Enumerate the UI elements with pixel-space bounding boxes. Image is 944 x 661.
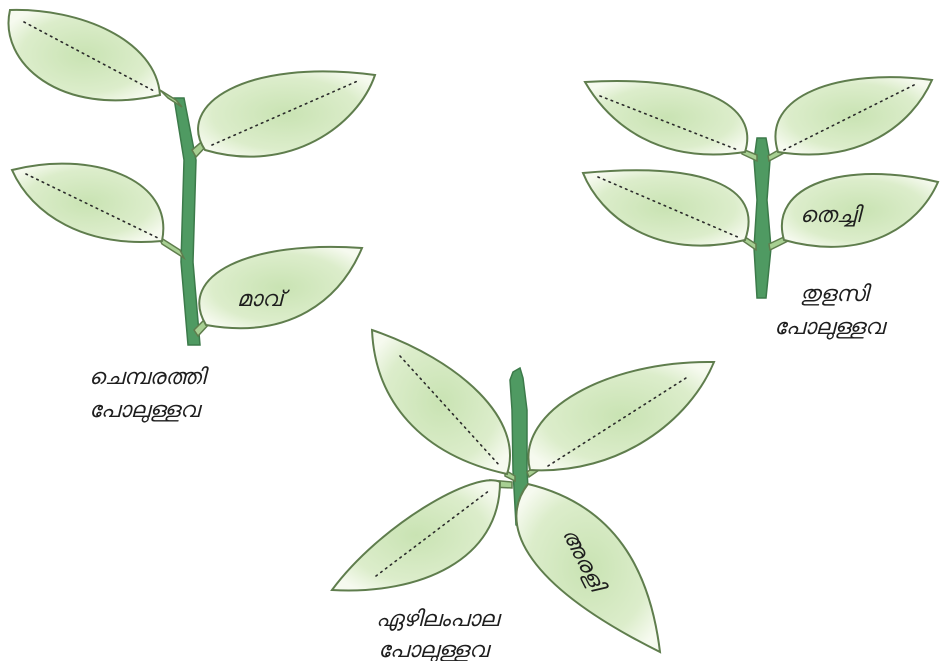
plant2-leaf (585, 81, 747, 155)
plant2-leaf (583, 170, 749, 245)
thechi-leaf-label: തെച്ചി (800, 203, 865, 228)
plant3-leaf (528, 362, 714, 470)
opposite-leaf-plant (583, 77, 938, 298)
mango-leaf-label: മാവ് (237, 287, 290, 312)
plant3-leaf (332, 480, 500, 590)
plant1-leaf (9, 10, 160, 100)
chemparathi-caption-line1: ചെമ്പരത്തി (89, 365, 209, 390)
ezhilampala-caption-line1: ഏഴിലംപാല (376, 607, 502, 632)
whorled-leaf-plant (332, 330, 714, 652)
ezhilampala-caption-line2: പോലുള്ളവ (378, 638, 492, 661)
alternate-leaf-plant (9, 10, 375, 345)
plant1-leaf (198, 71, 375, 156)
plant2-leaf (775, 77, 932, 154)
thulasi-caption-line2: പോലുള്ളവ (774, 315, 888, 340)
plant1-stem (174, 98, 200, 345)
thulasi-caption-line1: തുളസി (800, 282, 872, 307)
plant3-leaf (372, 330, 510, 474)
chemparathi-caption-line2: പോലുള്ളവ (89, 398, 203, 423)
plant1-leaf (12, 164, 163, 242)
